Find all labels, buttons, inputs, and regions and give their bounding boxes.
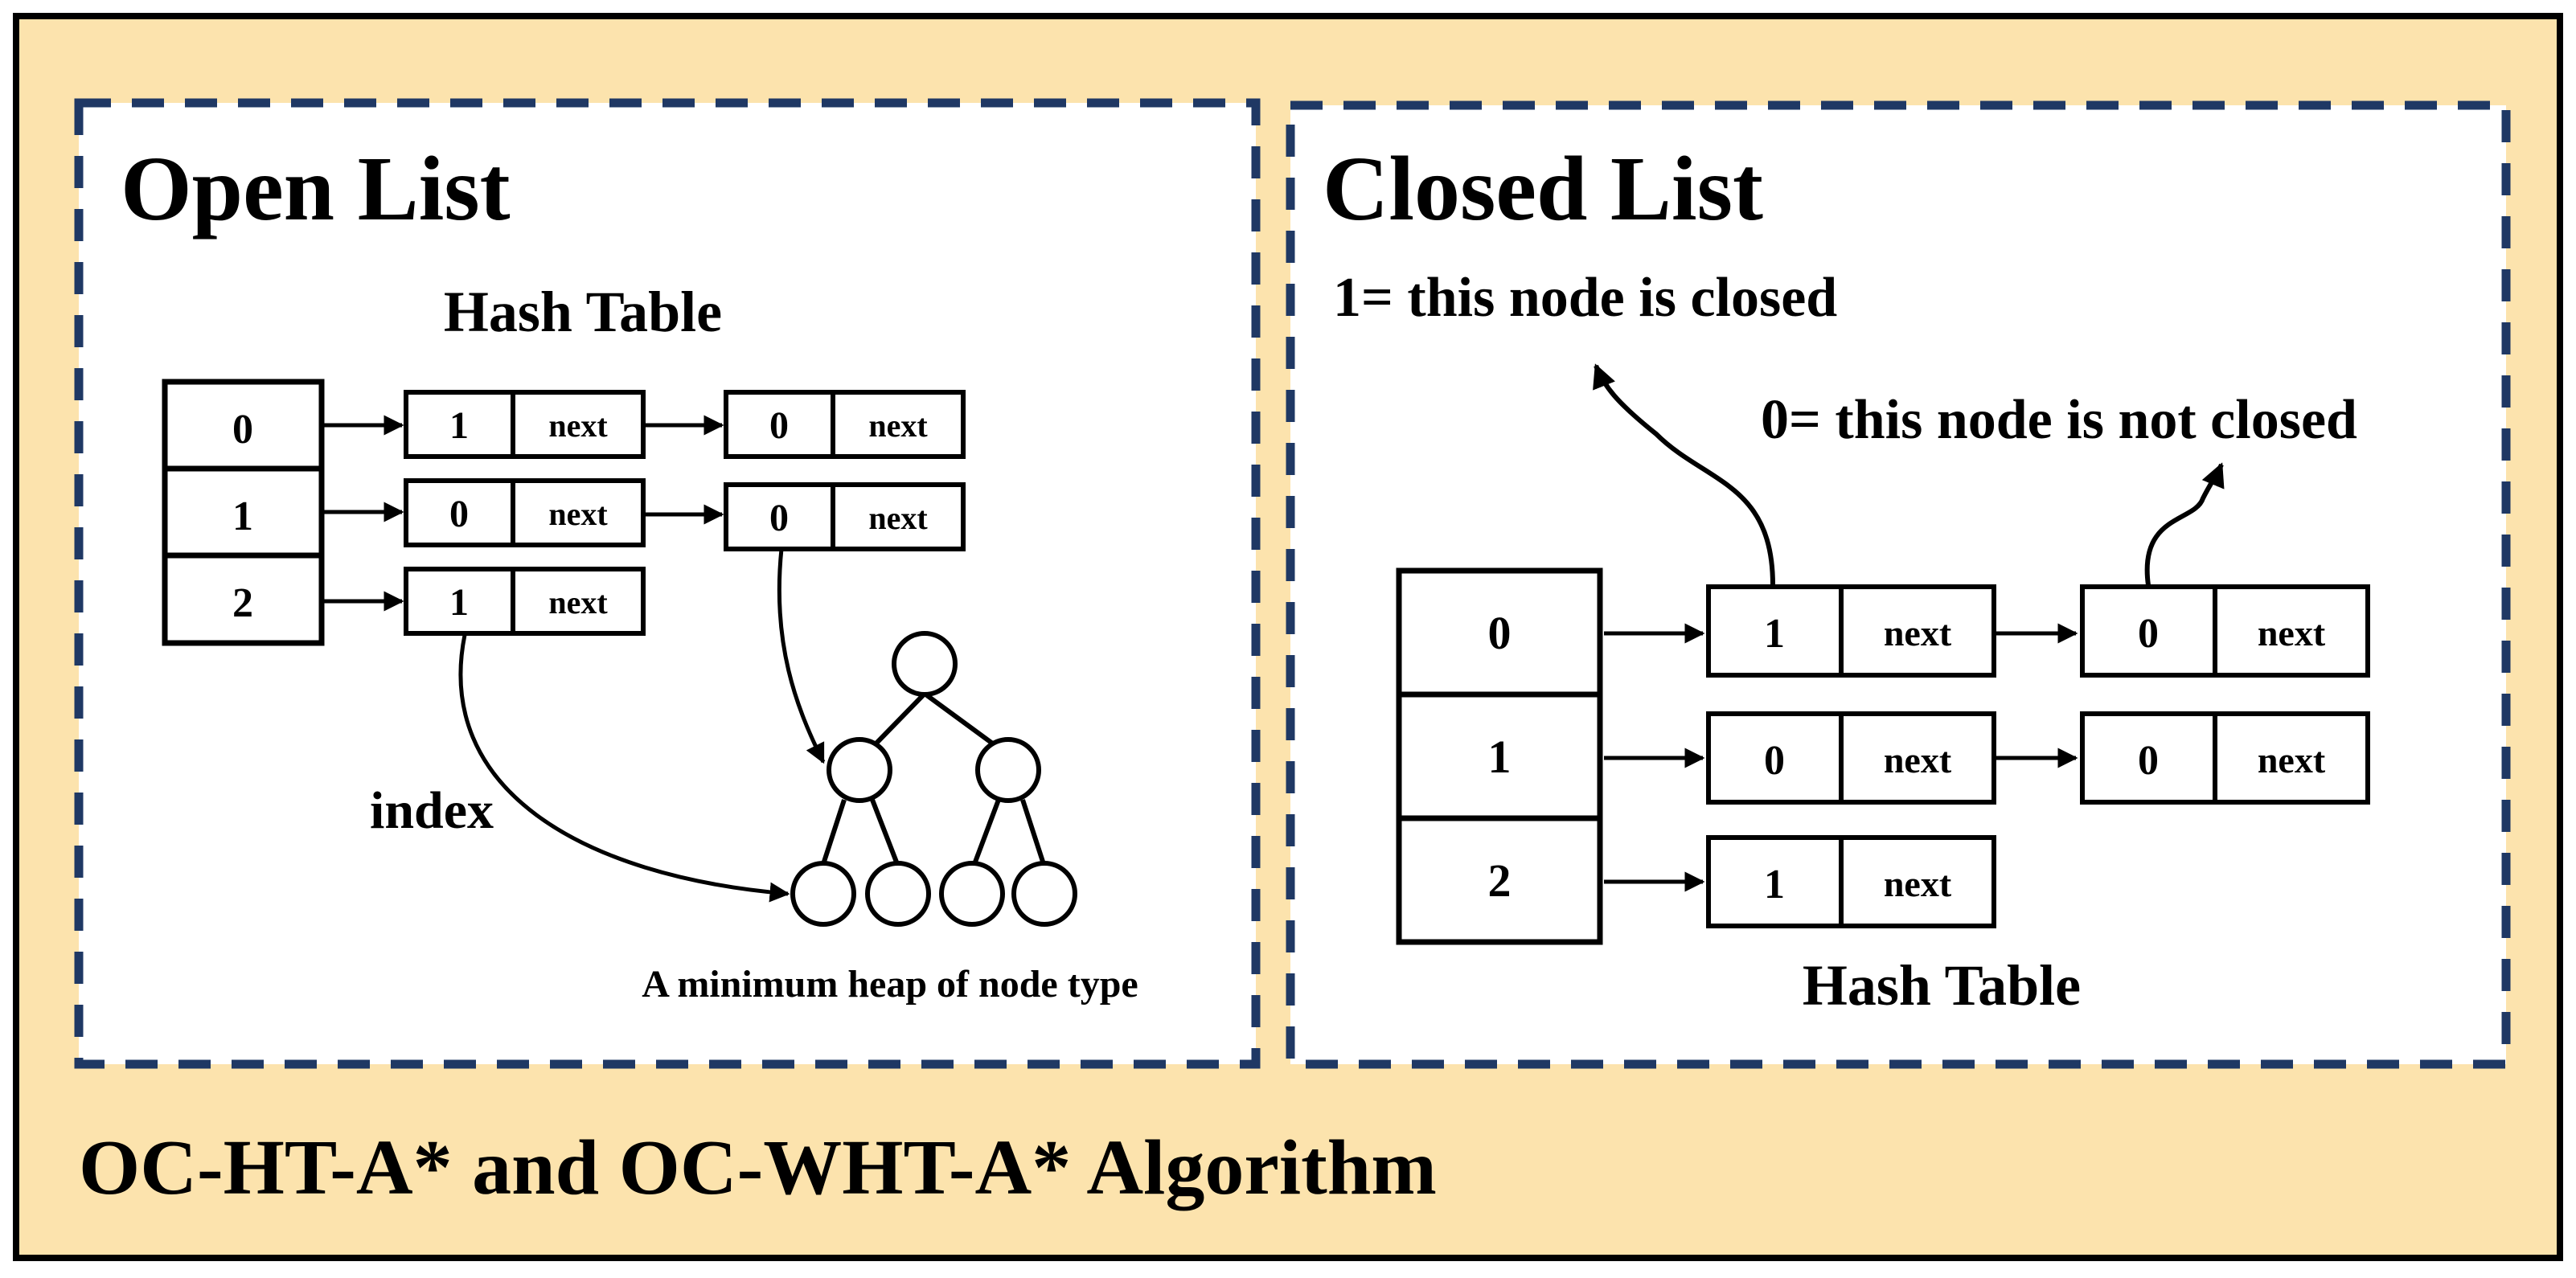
- open-node-value: 0: [769, 404, 789, 447]
- index-arrow: [458, 634, 790, 903]
- closed-bucket-0: 0: [1488, 607, 1512, 659]
- index-arrow: [777, 548, 826, 764]
- closed-chain-node: 1 next: [1706, 835, 1996, 928]
- closed-chain-node: 0 next: [2080, 584, 2370, 678]
- closed-node-next: next: [1884, 612, 1952, 653]
- closed-hash-table-label: Hash Table: [1803, 953, 2081, 1018]
- open-chain-node: 0 next: [724, 482, 966, 551]
- not-closed-annotation-arrow: [2144, 462, 2225, 586]
- open-hash-table-label: Hash Table: [444, 280, 722, 344]
- open-node-value: 1: [449, 404, 469, 447]
- open-bucket-frame: [162, 379, 325, 646]
- footer-title: OC-HT-A* and OC-WHT-A* Algorithm: [79, 1124, 1437, 1211]
- open-chain-node: 0 next: [724, 390, 966, 459]
- heap-node: [1011, 861, 1077, 927]
- annotation-not-closed: 0= this node is not closed: [1761, 389, 2357, 451]
- open-bucket-0: 0: [232, 407, 253, 453]
- closed-node-next: next: [1884, 863, 1952, 904]
- heap-node: [939, 861, 1005, 927]
- closed-bucket-array: 0 1 2: [1396, 567, 1603, 945]
- closed-annotation-arrow: [1593, 363, 1775, 586]
- closed-list-panel: Closed List 1= this node is closed 0= th…: [1286, 100, 2511, 1069]
- open-node-value: 0: [769, 497, 789, 539]
- open-node-next: next: [548, 584, 608, 621]
- closed-node-value: 0: [1764, 738, 1785, 784]
- closed-bucket-frame: [1396, 567, 1603, 945]
- open-chain-node: 0 next: [404, 478, 646, 547]
- closed-node-value: 1: [1764, 611, 1785, 657]
- open-node-next: next: [548, 408, 608, 444]
- closed-chain-node: 1 next: [1706, 584, 1996, 678]
- open-list-title: Open List: [121, 137, 511, 240]
- open-list-panel: Open List Hash Table 0 1 2 1 next 0 next: [74, 98, 1261, 1069]
- closed-bucket-2: 2: [1488, 854, 1512, 907]
- heap-node: [827, 737, 892, 803]
- closed-bucket-1: 1: [1488, 731, 1512, 783]
- open-chain-node: 1 next: [404, 567, 646, 636]
- open-bucket-1: 1: [232, 494, 253, 539]
- heap-label: A minimum heap of node type: [642, 963, 1138, 1006]
- annotation-closed: 1= this node is closed: [1333, 267, 1837, 329]
- heap-node: [865, 861, 931, 927]
- closed-node-next: next: [2258, 612, 2326, 653]
- closed-node-next: next: [2258, 739, 2326, 780]
- closed-node-next: next: [1884, 739, 1952, 780]
- index-label: index: [370, 781, 494, 840]
- open-bucket-2: 2: [232, 580, 253, 626]
- open-bucket-array: 0 1 2: [162, 379, 325, 646]
- heap-node: [790, 861, 856, 927]
- closed-node-value: 0: [2138, 611, 2159, 657]
- closed-node-value: 0: [2138, 738, 2159, 784]
- open-node-value: 0: [449, 493, 469, 535]
- closed-chain-node: 0 next: [1706, 711, 1996, 805]
- open-node-next: next: [868, 500, 928, 536]
- closed-chain-node: 0 next: [2080, 711, 2370, 805]
- heap-node: [975, 737, 1041, 803]
- heap-node: [892, 631, 958, 697]
- open-node-next: next: [868, 408, 928, 444]
- closed-list-title: Closed List: [1323, 137, 1763, 240]
- closed-node-value: 1: [1764, 862, 1785, 907]
- open-chain-node: 1 next: [404, 390, 646, 459]
- open-node-value: 1: [449, 581, 469, 624]
- open-node-next: next: [548, 496, 608, 532]
- min-heap-tree: [790, 631, 1077, 927]
